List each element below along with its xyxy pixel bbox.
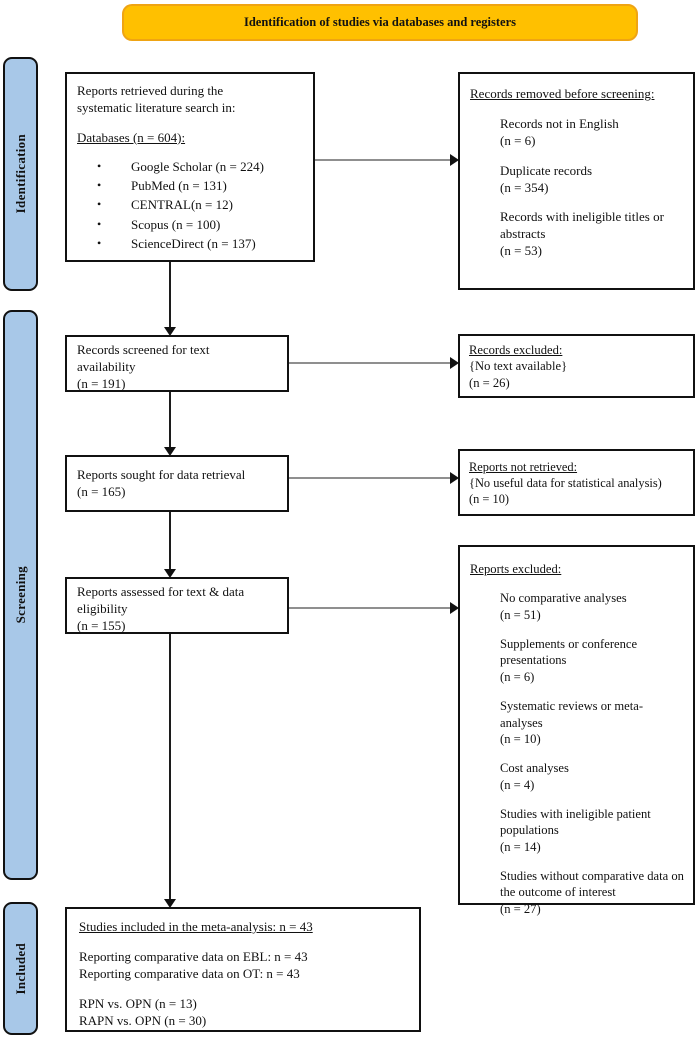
spacer <box>77 117 303 130</box>
database-list-item: • ScienceDirect (n = 137) <box>77 236 303 253</box>
stage-screening-label: Screening <box>12 566 28 624</box>
reporting-lines: Reporting comparative data on EBL: n = 4… <box>79 949 407 983</box>
reports-excluded-heading: Reports excluded: <box>470 562 562 576</box>
reports-excluded-items: No comparative analyses (n = 51) Suppleme… <box>468 590 685 917</box>
arrow-sought-to-assessed <box>164 512 176 578</box>
arrow-retrieved-to-screened <box>164 262 176 336</box>
reason-item: Duplicate records (n = 354) <box>500 162 593 195</box>
records-excluded-body: {No text available} (n = 26) <box>469 359 568 390</box>
stage-included: Included <box>3 902 38 1035</box>
arrow-screened-to-sought <box>164 392 176 456</box>
box-reports-excluded: Reports excluded: No comparative analyse… <box>458 545 695 916</box>
database-list: • Google Scholar (n = 224) • PubMed (n = 13… <box>77 159 303 253</box>
stage-identification: Identification <box>3 57 38 291</box>
bullet-icon: • <box>97 216 102 231</box>
box-records-screened: Records screened for text availability (… <box>65 335 289 392</box>
stage-screening: Screening <box>3 310 38 880</box>
comparison-line: RAPN vs. OPN (n = 30) <box>79 1012 207 1028</box>
reason-item: Cost analyses (n = 4) <box>500 761 569 792</box>
arrow-screened-to-excluded <box>289 357 459 369</box>
box-reports-assessed: Reports assessed for text & data eligibi… <box>65 577 289 634</box>
database-list-item: • PubMed (n = 131) <box>77 178 303 195</box>
reports-assessed-text: Reports assessed for text & data eligibi… <box>77 584 245 633</box>
database-list-item: • CENTRAL(n = 12) <box>77 197 303 214</box>
bullet-icon: • <box>97 197 102 212</box>
reporting-line: Reporting comparative data on EBL: n = 4… <box>79 948 308 964</box>
arrow-assessed-to-excluded <box>289 602 459 614</box>
box-reports-not-retrieved: Reports not retrieved: {No useful data f… <box>458 449 695 516</box>
spacer <box>79 936 407 949</box>
arrow-retrieved-to-removed <box>315 154 459 166</box>
reports-not-retrieved-heading: Reports not retrieved: <box>469 460 578 474</box>
box-records-excluded: Records excluded: {No text available} (n… <box>458 334 695 398</box>
banner-title-text: Identification of studies via databases … <box>243 15 516 29</box>
databases-heading: Databases (n = 604): <box>77 129 186 145</box>
studies-included-heading: Studies included in the meta-analysis: n… <box>79 919 313 934</box>
records-screened-text: Records screened for text availability (… <box>77 342 210 391</box>
database-label: PubMed (n = 131) <box>131 178 227 194</box>
banner-title: Identification of studies via databases … <box>122 4 638 41</box>
database-list-item: • Google Scholar (n = 224) <box>77 159 303 176</box>
database-list-item: • Scopus (n = 100) <box>77 217 303 234</box>
comparison-lines: RPN vs. OPN (n = 13)RAPN vs. OPN (n = 30… <box>79 996 407 1030</box>
box-records-removed: Records removed before screening: Record… <box>458 72 695 290</box>
reason-item: Systematic reviews or meta-analyses (n =… <box>500 699 644 746</box>
reports-not-retrieved-body: {No useful data for statistical analysis… <box>469 476 662 507</box>
box-reports-sought: Reports sought for data retrieval (n = 1… <box>65 455 289 512</box>
box-studies-included: Studies included in the meta-analysis: n… <box>65 907 421 1032</box>
reason-item: Records with ineligible titles or abstra… <box>500 209 664 259</box>
reason-item: No comparative analyses (n = 51) <box>500 591 627 622</box>
reporting-line: Reporting comparative data on OT: n = 43 <box>79 965 300 981</box>
reports-retrieved-intro: Reports retrieved during the systematic … <box>77 83 236 115</box>
bullet-icon: • <box>97 236 102 251</box>
reports-sought-text: Reports sought for data retrieval (n = 1… <box>77 467 246 499</box>
box-reports-retrieved: Reports retrieved during the systematic … <box>65 72 315 262</box>
stage-included-label: Included <box>12 942 28 995</box>
reason-item: Supplements or conference presentations … <box>500 637 638 684</box>
database-label: Scopus (n = 100) <box>131 216 221 232</box>
records-removed-heading: Records removed before screening: <box>470 86 655 101</box>
stage-identification-label: Identification <box>12 134 28 214</box>
bullet-icon: • <box>97 158 102 173</box>
records-excluded-heading: Records excluded: <box>469 343 563 357</box>
reason-item: Studies with ineligible patient populati… <box>500 806 651 854</box>
arrow-assessed-to-included <box>164 634 176 908</box>
arrow-sought-to-not-retrieved <box>289 472 459 484</box>
database-label: CENTRAL(n = 12) <box>131 197 233 213</box>
reason-item: Studies without comparative data on the … <box>500 869 684 916</box>
records-removed-items: Records not in English (n = 6) Duplicate … <box>468 116 685 260</box>
spacer <box>79 983 407 996</box>
reason-item: Records not in English (n = 6) <box>500 115 619 148</box>
database-label: ScienceDirect (n = 137) <box>131 236 256 252</box>
comparison-line: RPN vs. OPN (n = 13) <box>79 995 197 1011</box>
bullet-icon: • <box>97 178 102 193</box>
database-label: Google Scholar (n = 224) <box>131 158 264 174</box>
